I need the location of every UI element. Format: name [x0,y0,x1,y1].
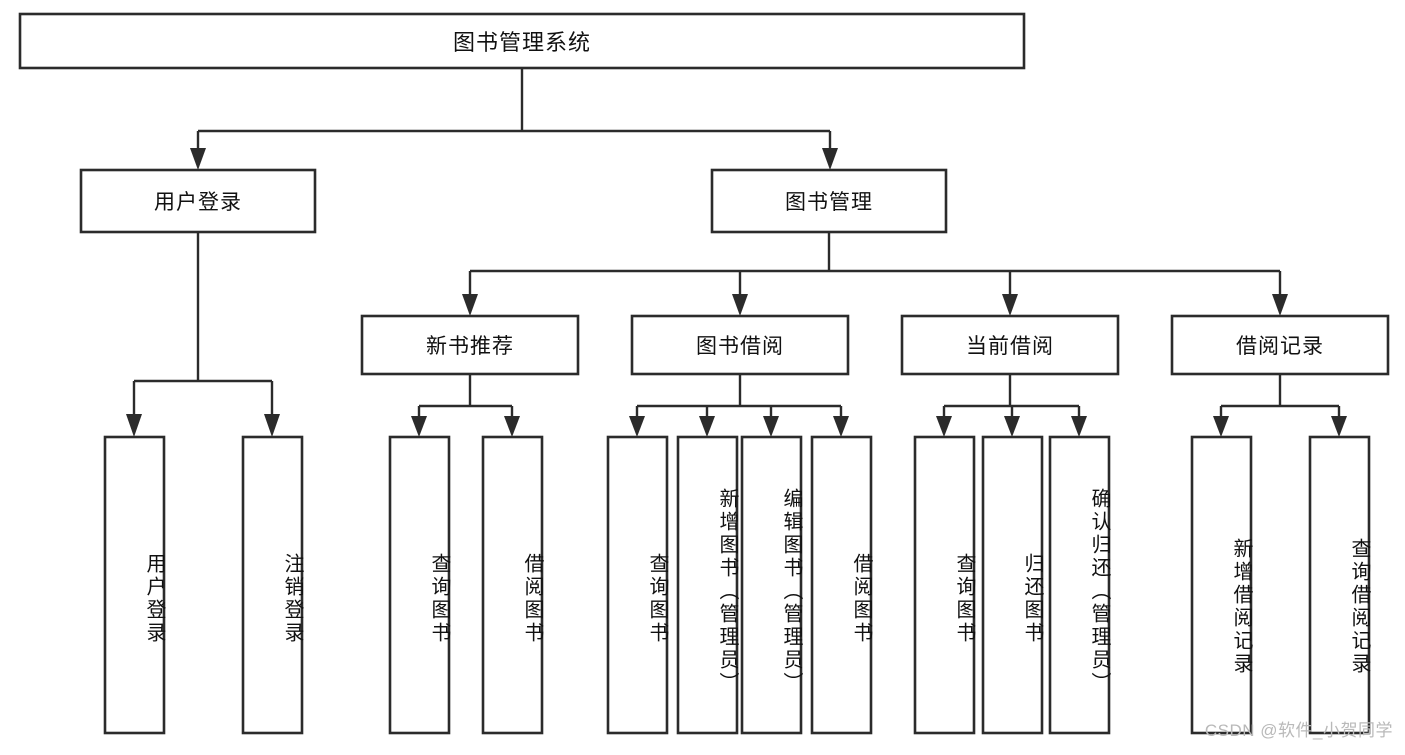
leaf-box-borrow-book [810,435,873,735]
node-box-current-borrow [900,314,1120,376]
leaf-box-add-borrow-record [1190,435,1253,735]
leaf-box-query-book-current [913,435,976,735]
leaf-box-query-book-recommend [388,435,451,735]
leaf-box-query-book-borrow [606,435,669,735]
node-box-book-management [710,168,948,234]
leaf-box-edit-book-admin [740,435,803,735]
node-box-new-book-recommend [360,314,580,376]
leaf-box-logout [241,435,304,735]
connectors [126,68,1347,437]
leaf-box-user-login [103,435,166,735]
leaf-box-borrow-book-recommend [481,435,544,735]
node-box-root [18,12,1026,70]
node-box-user-login [79,168,317,234]
node-boxes [18,12,1390,735]
leaf-box-query-borrow-record [1308,435,1371,735]
node-box-book-borrow [630,314,850,376]
node-box-borrow-record [1170,314,1390,376]
leaf-box-confirm-return-admin [1048,435,1111,735]
leaf-box-add-book-admin [676,435,739,735]
leaf-box-return-book [981,435,1044,735]
